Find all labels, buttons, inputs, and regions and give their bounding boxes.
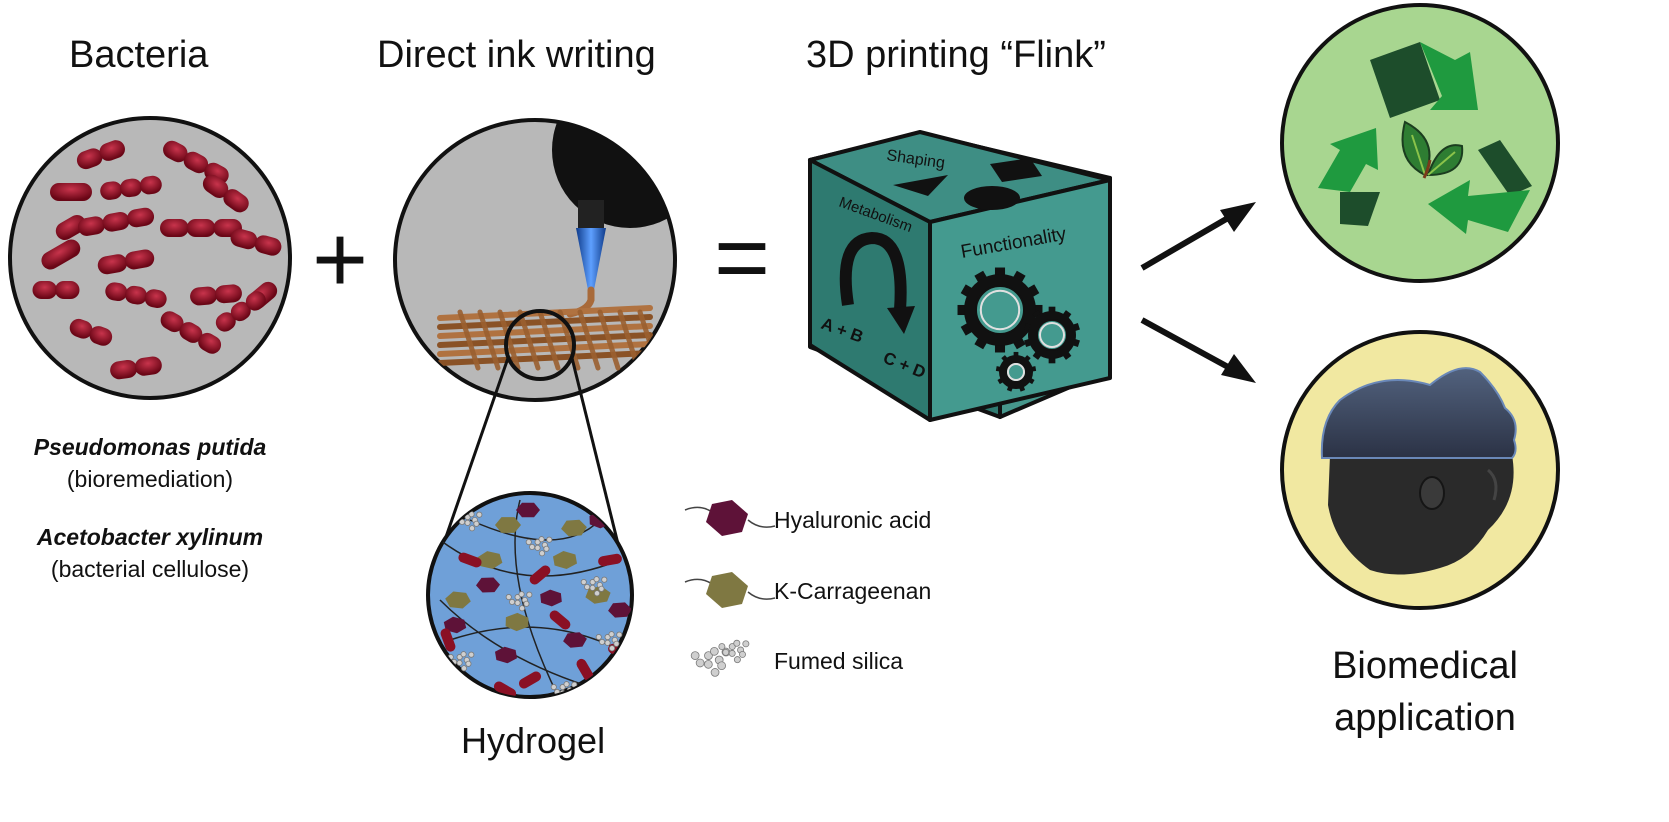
bacterium: [97, 249, 155, 275]
biomedical-circle: [1280, 330, 1560, 610]
direct-ink-writing-circle: [393, 118, 677, 402]
legend-fumed-silica: Fumed silica: [774, 648, 904, 674]
bacterium: [50, 183, 92, 201]
arrow-to-biomedical: [1140, 317, 1230, 370]
bacteria-rods: [32, 140, 282, 380]
bacterium: [76, 140, 125, 170]
flink-cube-detail: [808, 130, 1112, 422]
square-shape-icon: [990, 158, 1042, 182]
leaves-icon: [1401, 120, 1464, 179]
arrow-to-recycling: [1140, 215, 1230, 271]
heading-direct-ink-writing: Direct ink writing: [377, 34, 656, 76]
recycling-circle: [1280, 3, 1560, 283]
bacterium: [160, 219, 242, 237]
nozzle-icon: [576, 228, 606, 290]
zoom-line-left: [436, 357, 510, 561]
legend-hyaluronic-acid: Hyaluronic acid: [774, 507, 932, 533]
zoom-circle: [504, 309, 576, 381]
bacterium: [69, 318, 113, 346]
heading-bacteria: Bacteria: [69, 34, 209, 76]
equals-sign: =: [714, 204, 770, 311]
plus-sign: +: [312, 206, 368, 313]
heading-3d-printing: 3D printing “Flink”: [806, 34, 1106, 76]
fumed-silica-icon: [690, 639, 750, 677]
zoom-line-right: [570, 357, 624, 561]
gears-icon: [957, 267, 1080, 392]
bacterium: [100, 175, 162, 200]
bacterium: [230, 228, 282, 256]
species-1-role: (bioremediation): [66, 466, 234, 492]
species-1-name: Pseudomonas putida: [33, 434, 267, 460]
output-arrows: [1140, 202, 1256, 383]
scaffold-icon: [437, 305, 661, 371]
bacterium: [55, 215, 86, 240]
bacterium: [190, 284, 242, 306]
bacterium: [32, 281, 80, 299]
bacterium: [202, 174, 249, 213]
bacterium: [215, 291, 266, 332]
hydrogel-circle: [426, 491, 634, 699]
bacteria-circle: [8, 116, 292, 400]
carrageenan-icon: [706, 572, 748, 608]
bacterium: [41, 239, 81, 270]
legend-carrageenan: K-Carrageenan: [774, 578, 932, 604]
species-2-name: Acetobacter xylinum: [36, 524, 264, 550]
print-head-icon: [552, 120, 675, 228]
circle-shape-icon: [964, 186, 1020, 210]
hydrogel-contents: [439, 499, 632, 697]
hydrogel-label: Hydrogel: [461, 720, 606, 761]
metabolism-arrow-icon: [839, 231, 907, 311]
bacterium: [160, 311, 222, 354]
hyaluronic-acid-icon: [706, 500, 748, 536]
bacterium: [77, 207, 155, 236]
species-2-role: (bacterial cellulose): [50, 556, 250, 582]
head-model-icon: [1320, 367, 1517, 575]
legend-icons: [684, 500, 776, 677]
bacterium: [105, 282, 167, 308]
biomedical-label: Biomedical application: [1332, 645, 1518, 739]
bacterium: [110, 356, 162, 380]
triangle-shape-icon: [893, 175, 948, 196]
